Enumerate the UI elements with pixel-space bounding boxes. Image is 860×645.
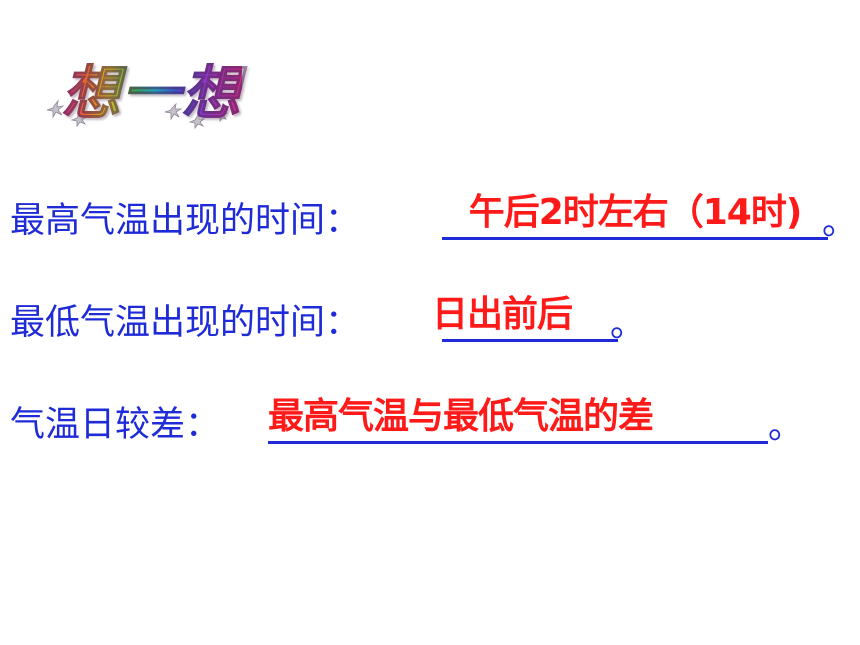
answer-blank: 最高气温与最低气温的差 — [268, 393, 768, 444]
question-line-lowest-temp: 最低气温出现的时间： 日出前后 。 — [10, 292, 660, 348]
question-label: 气温日较差： — [10, 405, 221, 445]
period-mark: 。 — [768, 407, 804, 447]
period-mark: 。 — [610, 305, 646, 345]
question-label: 最高气温出现的时间： — [10, 201, 361, 241]
title-text: 想一想 — [61, 59, 243, 127]
answer-text: 午后2时左右（14时) — [468, 192, 803, 233]
question-label: 最低气温出现的时间： — [10, 303, 361, 343]
answer-blank: 午后2时左右（14时) — [442, 189, 828, 240]
answer-text: 日出前后 — [432, 294, 573, 335]
answer-text: 最高气温与最低气温的差 — [268, 396, 654, 437]
sparkle-stars-icon — [46, 99, 228, 130]
answer-blank: 日出前后 — [432, 291, 618, 342]
question-line-daily-range: 气温日较差： 最高气温与最低气温的差 。 — [10, 394, 830, 450]
period-mark: 。 — [822, 203, 858, 243]
title-art: 想一想 — [44, 54, 244, 138]
question-line-highest-temp: 最高气温出现的时间： 午后2时左右（14时) 。 — [10, 190, 860, 246]
